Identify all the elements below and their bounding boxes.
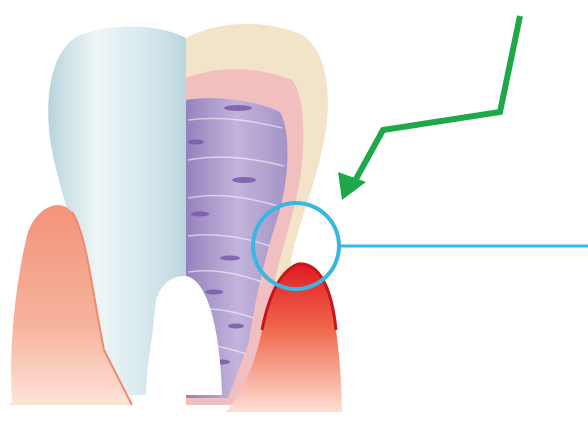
arrow-head-icon (338, 172, 366, 200)
pointer-arrow-icon (350, 16, 520, 190)
